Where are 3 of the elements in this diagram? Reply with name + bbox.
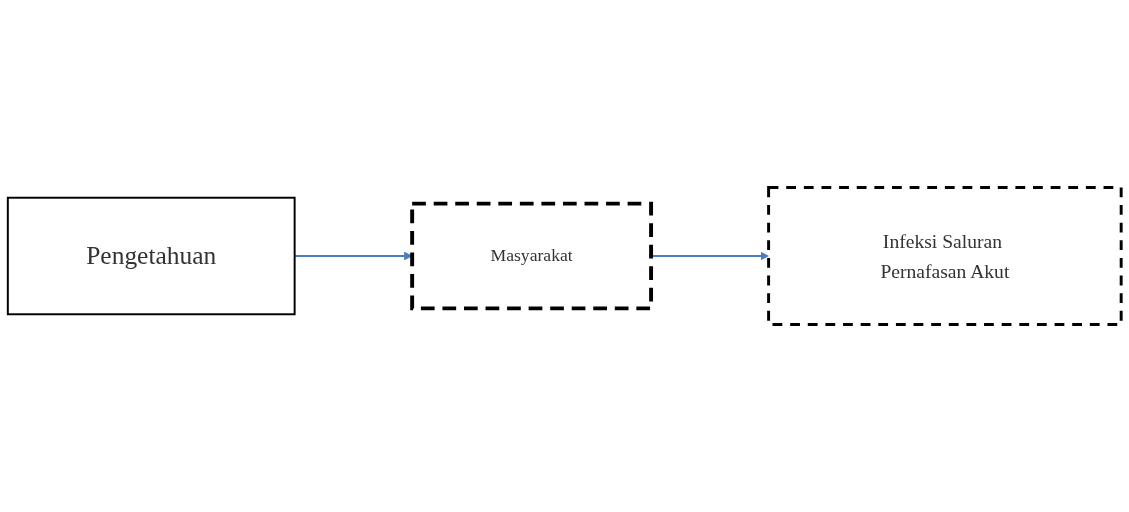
node-box: Masyarakat (410, 201, 654, 311)
node-box: Pengetahuan (6, 196, 296, 316)
node-box: Infeksi Saluran Pernafasan Akut (767, 186, 1123, 327)
